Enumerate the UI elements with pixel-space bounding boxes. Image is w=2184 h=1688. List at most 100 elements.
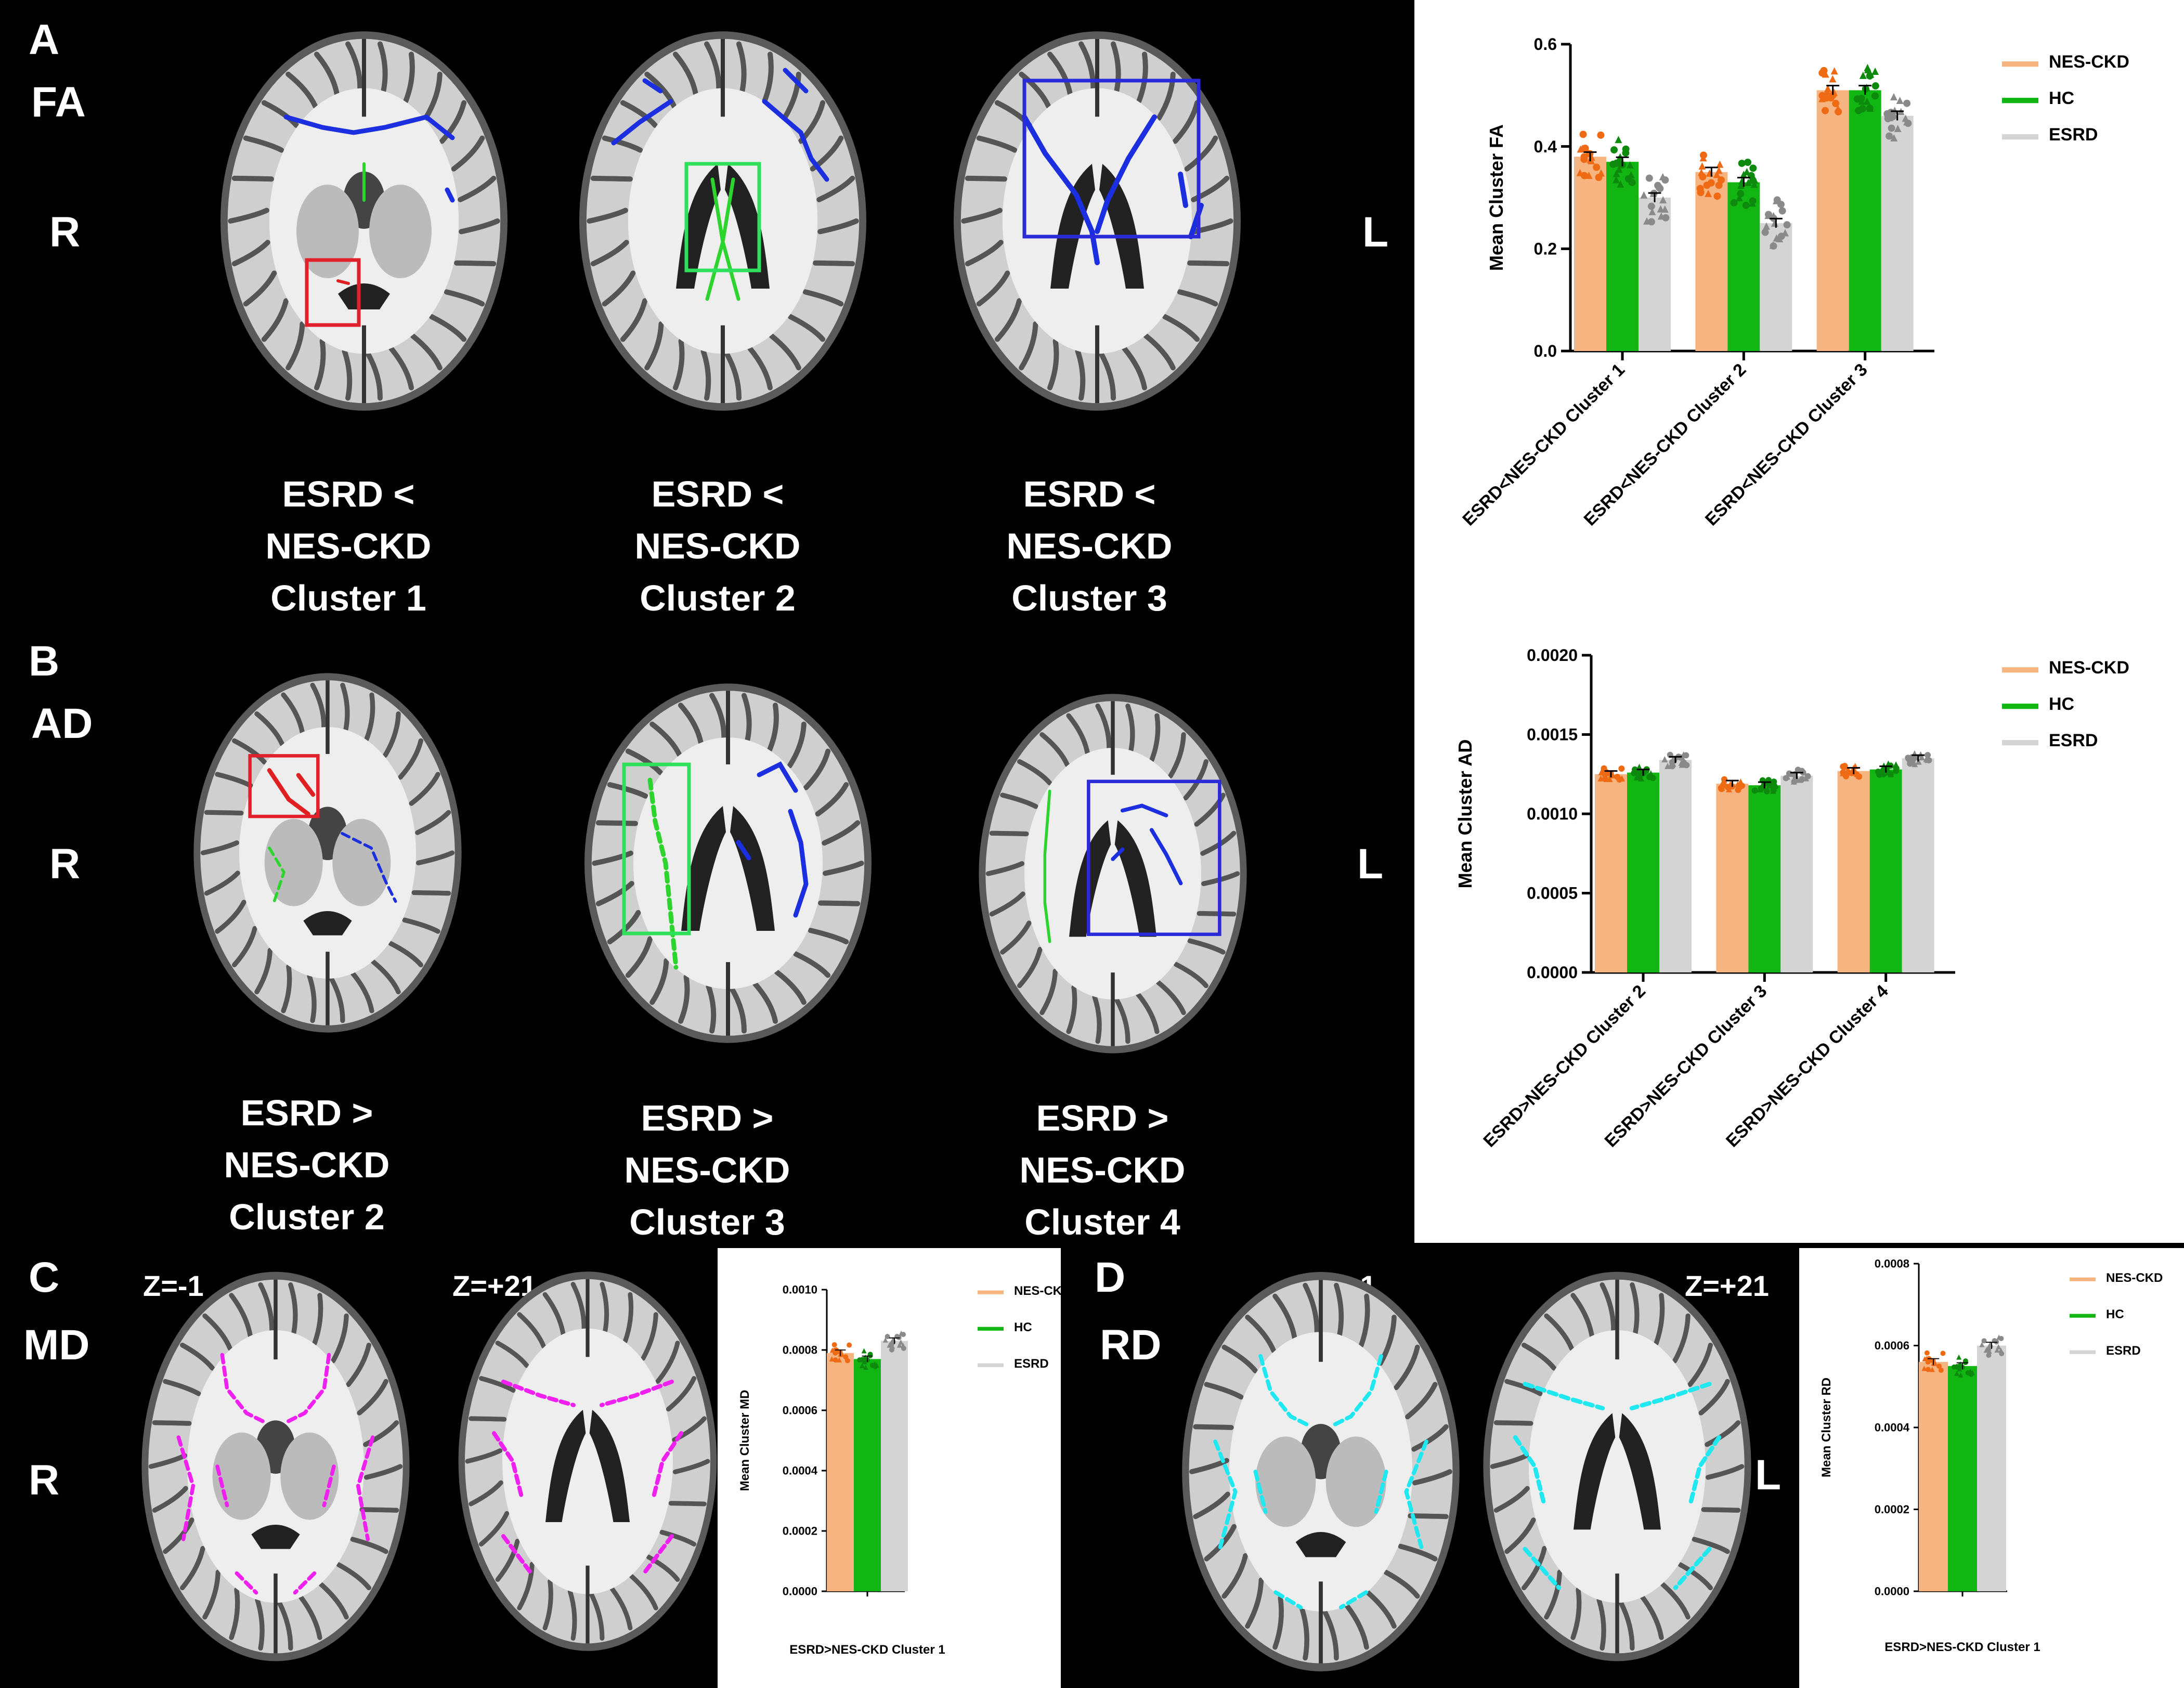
legend-swatch-hc (2002, 98, 2038, 103)
bar-nes-ckd (1716, 784, 1749, 972)
bar-nes-ckd (1574, 157, 1606, 351)
data-point (1783, 775, 1789, 782)
y-tick-label: 0.0008 (1875, 1257, 1909, 1270)
tract-overlay (293, 1571, 317, 1595)
tract-overlay (762, 99, 829, 182)
tract-overlay (611, 99, 673, 146)
data-point (1713, 171, 1721, 178)
data-point (1791, 778, 1798, 785)
data-point (1844, 770, 1851, 776)
cluster-box (1022, 79, 1201, 239)
y-tick-label: 0.0002 (783, 1525, 817, 1538)
legend-label: NES-CKD (1014, 1284, 1061, 1298)
tract-overlay (215, 1464, 229, 1508)
data-point (1602, 772, 1608, 778)
data-point (861, 1348, 867, 1354)
data-point (1648, 207, 1656, 215)
legend-swatch-nes-ckd (978, 1290, 1004, 1294)
y-tick-label: 0.4 (1534, 137, 1557, 156)
tract-overlay (1404, 1439, 1428, 1549)
legend-swatch-nes-ckd (2002, 61, 2038, 67)
bar-esrd (881, 1341, 908, 1591)
tract-overlay (1095, 114, 1157, 234)
data-point (1617, 180, 1624, 188)
data-point (1981, 1338, 1987, 1344)
data-point (1983, 1347, 1989, 1353)
data-point (1840, 763, 1847, 770)
tract-overlay (341, 832, 397, 903)
data-point (829, 1356, 835, 1362)
z-label-c2: Z=+21 (452, 1269, 537, 1302)
legend-swatch-hc (978, 1327, 1004, 1331)
data-point (1576, 168, 1584, 176)
y-tick-label: 0.0004 (1875, 1421, 1910, 1434)
data-point (882, 1337, 888, 1343)
brain-image (954, 31, 1241, 411)
data-point (1705, 189, 1712, 197)
data-point (1824, 85, 1832, 93)
bar-hc (1849, 90, 1881, 351)
data-point (1647, 770, 1654, 777)
data-point (1615, 165, 1623, 173)
brain-image (1483, 1271, 1751, 1661)
legend-label: NES-CKD (2049, 52, 2129, 72)
tract-overlay (736, 840, 751, 861)
y-tick-label: 0.0 (1534, 342, 1557, 360)
tract-overlay (1149, 828, 1183, 886)
data-point (1657, 212, 1665, 220)
data-point (1871, 82, 1879, 90)
legend-label: NES-CKD (2106, 1271, 2163, 1285)
data-point (1782, 229, 1789, 237)
tract-overlay (491, 1431, 525, 1501)
tract-overlay (235, 1571, 258, 1595)
data-point (1580, 155, 1588, 163)
data-point (1915, 758, 1922, 765)
data-point (1863, 97, 1871, 105)
data-point (1956, 1354, 1962, 1360)
bar-hc (1606, 162, 1639, 351)
data-point (1778, 207, 1786, 215)
data-point (1777, 201, 1785, 209)
data-point (1640, 191, 1648, 199)
data-point (1857, 95, 1865, 102)
tract-overlay (1338, 1590, 1368, 1609)
right-side-label-b: R (49, 840, 81, 888)
y-tick-label: 0.0010 (1527, 804, 1578, 823)
bar-nes-ckd (1816, 90, 1849, 351)
data-point (1823, 94, 1831, 102)
data-point (1996, 1334, 2002, 1340)
brain-image (458, 1271, 717, 1651)
data-point (1766, 782, 1773, 789)
data-point (1921, 1366, 1927, 1371)
bar-esrd (1881, 115, 1914, 351)
data-point (1679, 761, 1685, 768)
data-point (1720, 782, 1727, 788)
bar-nes-ckd (1837, 771, 1870, 972)
data-point (1886, 132, 1893, 140)
data-point (1655, 184, 1663, 191)
data-point (1867, 70, 1875, 78)
tract-overlay (788, 809, 809, 918)
brain-slice-d1 (1170, 1264, 1472, 1682)
tract-overlay (651, 1431, 684, 1501)
data-point (1924, 1350, 1930, 1356)
data-point (1737, 181, 1745, 189)
tract-overlay (1253, 1470, 1268, 1514)
bar-esrd (1977, 1345, 2006, 1591)
data-point (1744, 159, 1752, 166)
x-tick-label: ESRD>NES-CKD Cluster 1 (1884, 1640, 2040, 1654)
legend-swatch-hc (2070, 1314, 2096, 1318)
bar-esrd (1659, 760, 1692, 972)
tract-overlay (1513, 1435, 1547, 1508)
data-point (1888, 124, 1895, 132)
z-label-d2: Z=+21 (1685, 1269, 1769, 1302)
tract-overlay (1120, 803, 1168, 817)
data-point (1858, 105, 1866, 113)
chart-a-background (1414, 0, 2184, 640)
panel-letter-b: B (29, 638, 60, 685)
tract-overlay (641, 1534, 674, 1576)
tract-overlay (1523, 1382, 1605, 1411)
tract-overlay (1022, 114, 1100, 265)
data-point (1954, 1370, 1960, 1376)
